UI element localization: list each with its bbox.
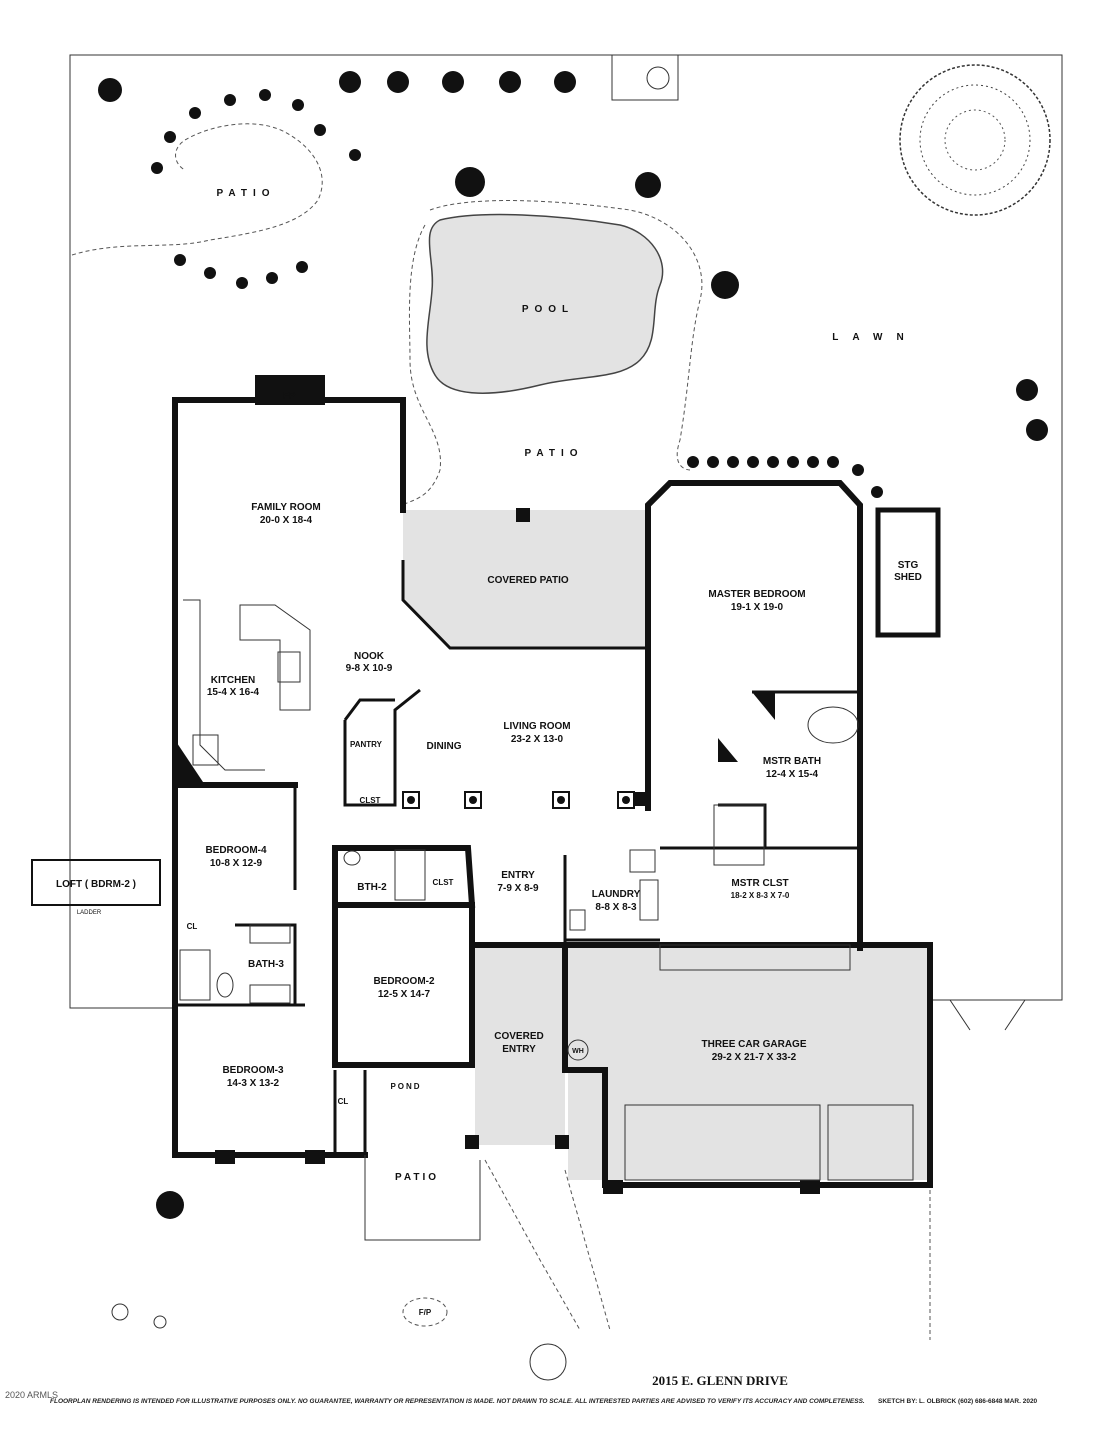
patio-center-label: PATIO — [524, 448, 583, 459]
garage-doors — [624, 944, 914, 1181]
bedroom-2-name: BEDROOM-2 — [373, 976, 435, 987]
copyright-text: 2020 ARMLS — [5, 1390, 58, 1400]
garage-floor — [568, 945, 928, 1180]
dining-label: DINING — [427, 741, 462, 752]
mstr-clst-dims: 18-2 X 8-3 X 7-0 — [731, 891, 790, 900]
shed-label: SHED — [894, 572, 922, 583]
nook-dims: 9-8 X 10-9 — [346, 663, 393, 674]
lawn-label: LAWN — [832, 332, 917, 343]
pantry-clst-label: CLST — [360, 796, 381, 805]
master-bedroom-name: MASTER BEDROOM — [708, 589, 805, 600]
room-labels: FP FAMILY ROOM 20-0 X 18-4 COVERED PATIO… — [56, 391, 922, 1317]
pond-label: POND — [390, 1082, 421, 1091]
living-room-dims: 23-2 X 13-0 — [511, 734, 564, 745]
bath-3-label: BATH-3 — [248, 959, 284, 970]
bedroom-4-name: BEDROOM-4 — [205, 845, 267, 856]
walls — [31, 375, 941, 1241]
mstr-bath-dims: 12-4 X 15-4 — [766, 769, 819, 780]
disclaimer-text: FLOORPLAN RENDERING IS INTENDED FOR ILLU… — [50, 1398, 865, 1405]
footer: 2015 E. GLENN DRIVE FLOORPLAN RENDERING … — [5, 1373, 1038, 1405]
covered-patio-label: COVERED PATIO — [487, 575, 569, 586]
living-room-name: LIVING ROOM — [503, 721, 570, 732]
pool — [426, 213, 664, 394]
stg-label: STG — [898, 560, 919, 571]
bedroom-3-name: BEDROOM-3 — [222, 1065, 284, 1076]
bedroom-3-cl-label: CL — [338, 1097, 349, 1106]
covered-patio-area — [403, 510, 648, 648]
pantry-label: PANTRY — [350, 740, 383, 749]
bedroom-4-dims: 10-8 X 12-9 — [210, 858, 263, 869]
landscaping — [98, 64, 1051, 1381]
mstr-clst-name: MSTR CLST — [731, 878, 788, 889]
garage-dims: 29-2 X 21-7 X 33-2 — [712, 1052, 797, 1063]
bedroom-3-dims: 14-3 X 13-2 — [227, 1078, 280, 1089]
entry-name: ENTRY — [501, 870, 535, 881]
covered-entry-floor — [475, 945, 565, 1145]
entry-dims: 7-9 X 8-9 — [497, 883, 539, 894]
front-patio-label: PATIO — [395, 1172, 439, 1183]
lot-boundary — [69, 54, 1063, 1031]
family-room-name: FAMILY ROOM — [251, 502, 320, 513]
pool-deck — [429, 200, 703, 471]
ladder-label: LADDER — [77, 910, 102, 916]
laundry-dims: 8-8 X 8-3 — [595, 902, 637, 913]
mstr-bath-name: MSTR BATH — [763, 756, 821, 767]
columns — [402, 791, 635, 809]
fixtures — [179, 651, 859, 1061]
bth-2-clst-label: CLST — [433, 878, 454, 887]
fire-pit-label: F/P — [419, 1308, 432, 1317]
master-bedroom-dims: 19-1 X 19-0 — [731, 602, 784, 613]
bedroom-4-cl-label: CL — [187, 922, 198, 931]
loft-label: LOFT ( BDRM-2 ) — [56, 879, 136, 890]
outdoor-labels: PATIO POOL LAWN PATIO — [216, 188, 917, 459]
family-room-dims: 20-0 X 18-4 — [260, 515, 313, 526]
address-label: 2015 E. GLENN DRIVE — [652, 1373, 788, 1388]
water-heater-label: WH — [572, 1048, 584, 1055]
kitchen-dims: 15-4 X 16-4 — [207, 687, 260, 698]
patio-back-label: PATIO — [216, 188, 275, 199]
back-patio-outline — [71, 123, 323, 256]
bth-2-label: BTH-2 — [357, 882, 387, 893]
laundry-name: LAUNDRY — [592, 889, 641, 900]
bedroom-2-dims: 12-5 X 14-7 — [378, 989, 431, 1000]
garage-name: THREE CAR GARAGE — [701, 1039, 806, 1050]
fireplace-label: FP — [283, 391, 296, 402]
sketch-by-text: SKETCH BY: L. OLBRICK (602) 686-6848 MAR… — [878, 1398, 1038, 1405]
nook-name: NOOK — [354, 651, 385, 662]
covered-entry-label-2: ENTRY — [502, 1044, 536, 1055]
pool-label: POOL — [522, 304, 574, 315]
covered-entry-label-1: COVERED — [494, 1031, 543, 1042]
kitchen-name: KITCHEN — [211, 675, 255, 686]
